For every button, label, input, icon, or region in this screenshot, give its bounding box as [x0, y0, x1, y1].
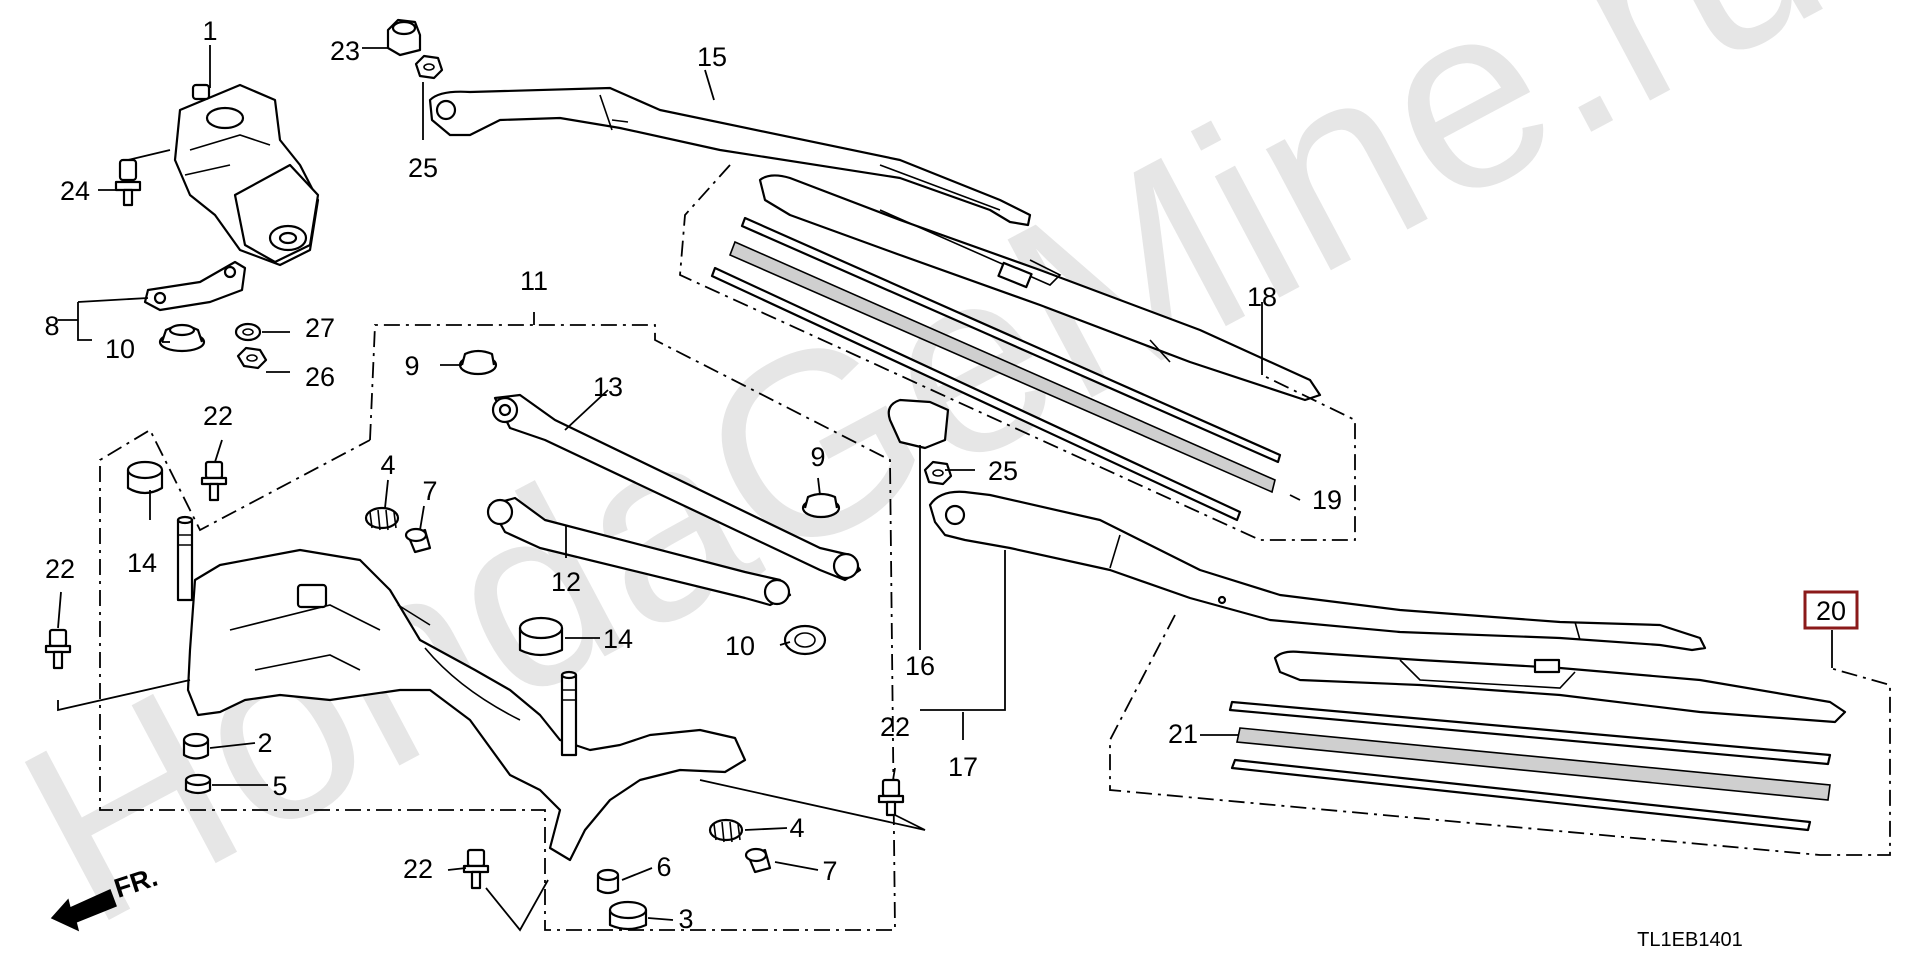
motor-bracket[interactable]: [143, 260, 247, 312]
collar[interactable]: [596, 868, 620, 895]
blade-rubber-passenger[interactable]: [1228, 700, 1832, 832]
callout-1[interactable]: 1: [202, 16, 217, 46]
bushing[interactable]: [364, 506, 400, 531]
diagram-code: TL1EB1401: [1637, 929, 1743, 951]
callout-12[interactable]: 12: [551, 567, 581, 597]
callout-3[interactable]: 3: [678, 904, 693, 934]
leader-lines: [57, 45, 1833, 932]
rubber-bushing[interactable]: [458, 349, 498, 376]
rubber-grommet[interactable]: [783, 624, 827, 656]
collar[interactable]: [184, 773, 212, 795]
assembly-boundary: [679, 164, 1356, 541]
pivot-shaft[interactable]: [560, 670, 578, 757]
callout-2[interactable]: 2: [257, 728, 272, 758]
front-direction-arrow: FR.: [50, 862, 161, 932]
sleeve[interactable]: [744, 847, 772, 874]
wiper-motor[interactable]: [173, 83, 320, 267]
callout-labels: 1 23 25 15 24 8 10 27 26 11 9 13 22 14 4…: [44, 16, 1342, 934]
wiper-blade-driver[interactable]: [758, 174, 1322, 402]
callout-7[interactable]: 7: [422, 476, 437, 506]
assembly-boundary: [1109, 614, 1891, 856]
assembly-boundary: [99, 324, 896, 931]
callout-4[interactable]: 4: [380, 450, 395, 480]
callout-5[interactable]: 5: [272, 771, 287, 801]
flange-bolt[interactable]: [462, 848, 490, 890]
callout-7b[interactable]: 7: [822, 856, 837, 886]
flange-bolt[interactable]: [877, 778, 905, 817]
nut-cap[interactable]: [386, 18, 422, 57]
flange-nut[interactable]: [414, 54, 444, 80]
callout-17[interactable]: 17: [948, 752, 978, 782]
callout-16[interactable]: 16: [905, 651, 935, 681]
blade-rubber-driver[interactable]: [710, 216, 1282, 522]
callout-6[interactable]: 6: [656, 852, 671, 882]
rubber-grommet[interactable]: [158, 323, 206, 353]
callout-9[interactable]: 9: [404, 351, 419, 381]
sleeve[interactable]: [404, 527, 432, 554]
callout-8[interactable]: 8: [44, 311, 59, 341]
rubber-bushing[interactable]: [182, 732, 210, 760]
rubber-bushing[interactable]: [801, 492, 841, 519]
callout-20-highlight[interactable]: 20: [1803, 590, 1859, 630]
callout-19[interactable]: 19: [1312, 485, 1342, 515]
flange-nut[interactable]: [923, 460, 953, 486]
callout-22[interactable]: 22: [203, 401, 233, 431]
arm-cap[interactable]: [887, 398, 950, 450]
callout-23[interactable]: 23: [330, 36, 360, 66]
callout-25b[interactable]: 25: [988, 456, 1018, 486]
link-rod-short[interactable]: [486, 496, 792, 607]
callout-21[interactable]: 21: [1168, 719, 1198, 749]
washer[interactable]: [234, 322, 262, 342]
flange-bolt[interactable]: [44, 628, 72, 670]
callout-27[interactable]: 27: [305, 313, 335, 343]
callout-10[interactable]: 10: [105, 334, 135, 364]
wiper-blade-passenger[interactable]: [1273, 650, 1847, 724]
pivot-cap[interactable]: [518, 616, 564, 657]
pivot-shaft[interactable]: [176, 515, 194, 602]
callout-22c[interactable]: 22: [403, 854, 433, 884]
callout-13[interactable]: 13: [593, 372, 623, 402]
pivot-cap[interactable]: [126, 460, 164, 495]
flange-bolt[interactable]: [200, 460, 228, 502]
callout-4b[interactable]: 4: [789, 813, 804, 843]
callout-14[interactable]: 14: [127, 548, 157, 578]
callout-24[interactable]: 24: [60, 176, 90, 206]
callout-22b[interactable]: 22: [45, 554, 75, 584]
callout-15[interactable]: 15: [697, 42, 727, 72]
callout-14b[interactable]: 14: [603, 624, 633, 654]
callout-22d[interactable]: 22: [880, 712, 910, 742]
flange-nut[interactable]: [236, 346, 268, 370]
wiper-arm-driver[interactable]: [428, 86, 1032, 227]
callout-10b[interactable]: 10: [725, 631, 755, 661]
wiper-linkage-frame[interactable]: [186, 548, 747, 862]
callout-20[interactable]: 20: [1816, 596, 1846, 626]
callout-26[interactable]: 26: [305, 362, 335, 392]
callout-25[interactable]: 25: [408, 153, 438, 183]
callout-11[interactable]: 11: [520, 266, 548, 296]
bushing[interactable]: [708, 818, 744, 843]
rubber-bushing[interactable]: [608, 900, 648, 931]
link-rod-long[interactable]: [491, 393, 862, 582]
callout-18[interactable]: 18: [1247, 282, 1277, 312]
flange-bolt[interactable]: [114, 158, 142, 207]
wiper-arm-passenger[interactable]: [928, 490, 1707, 652]
callout-9b[interactable]: 9: [810, 442, 825, 472]
